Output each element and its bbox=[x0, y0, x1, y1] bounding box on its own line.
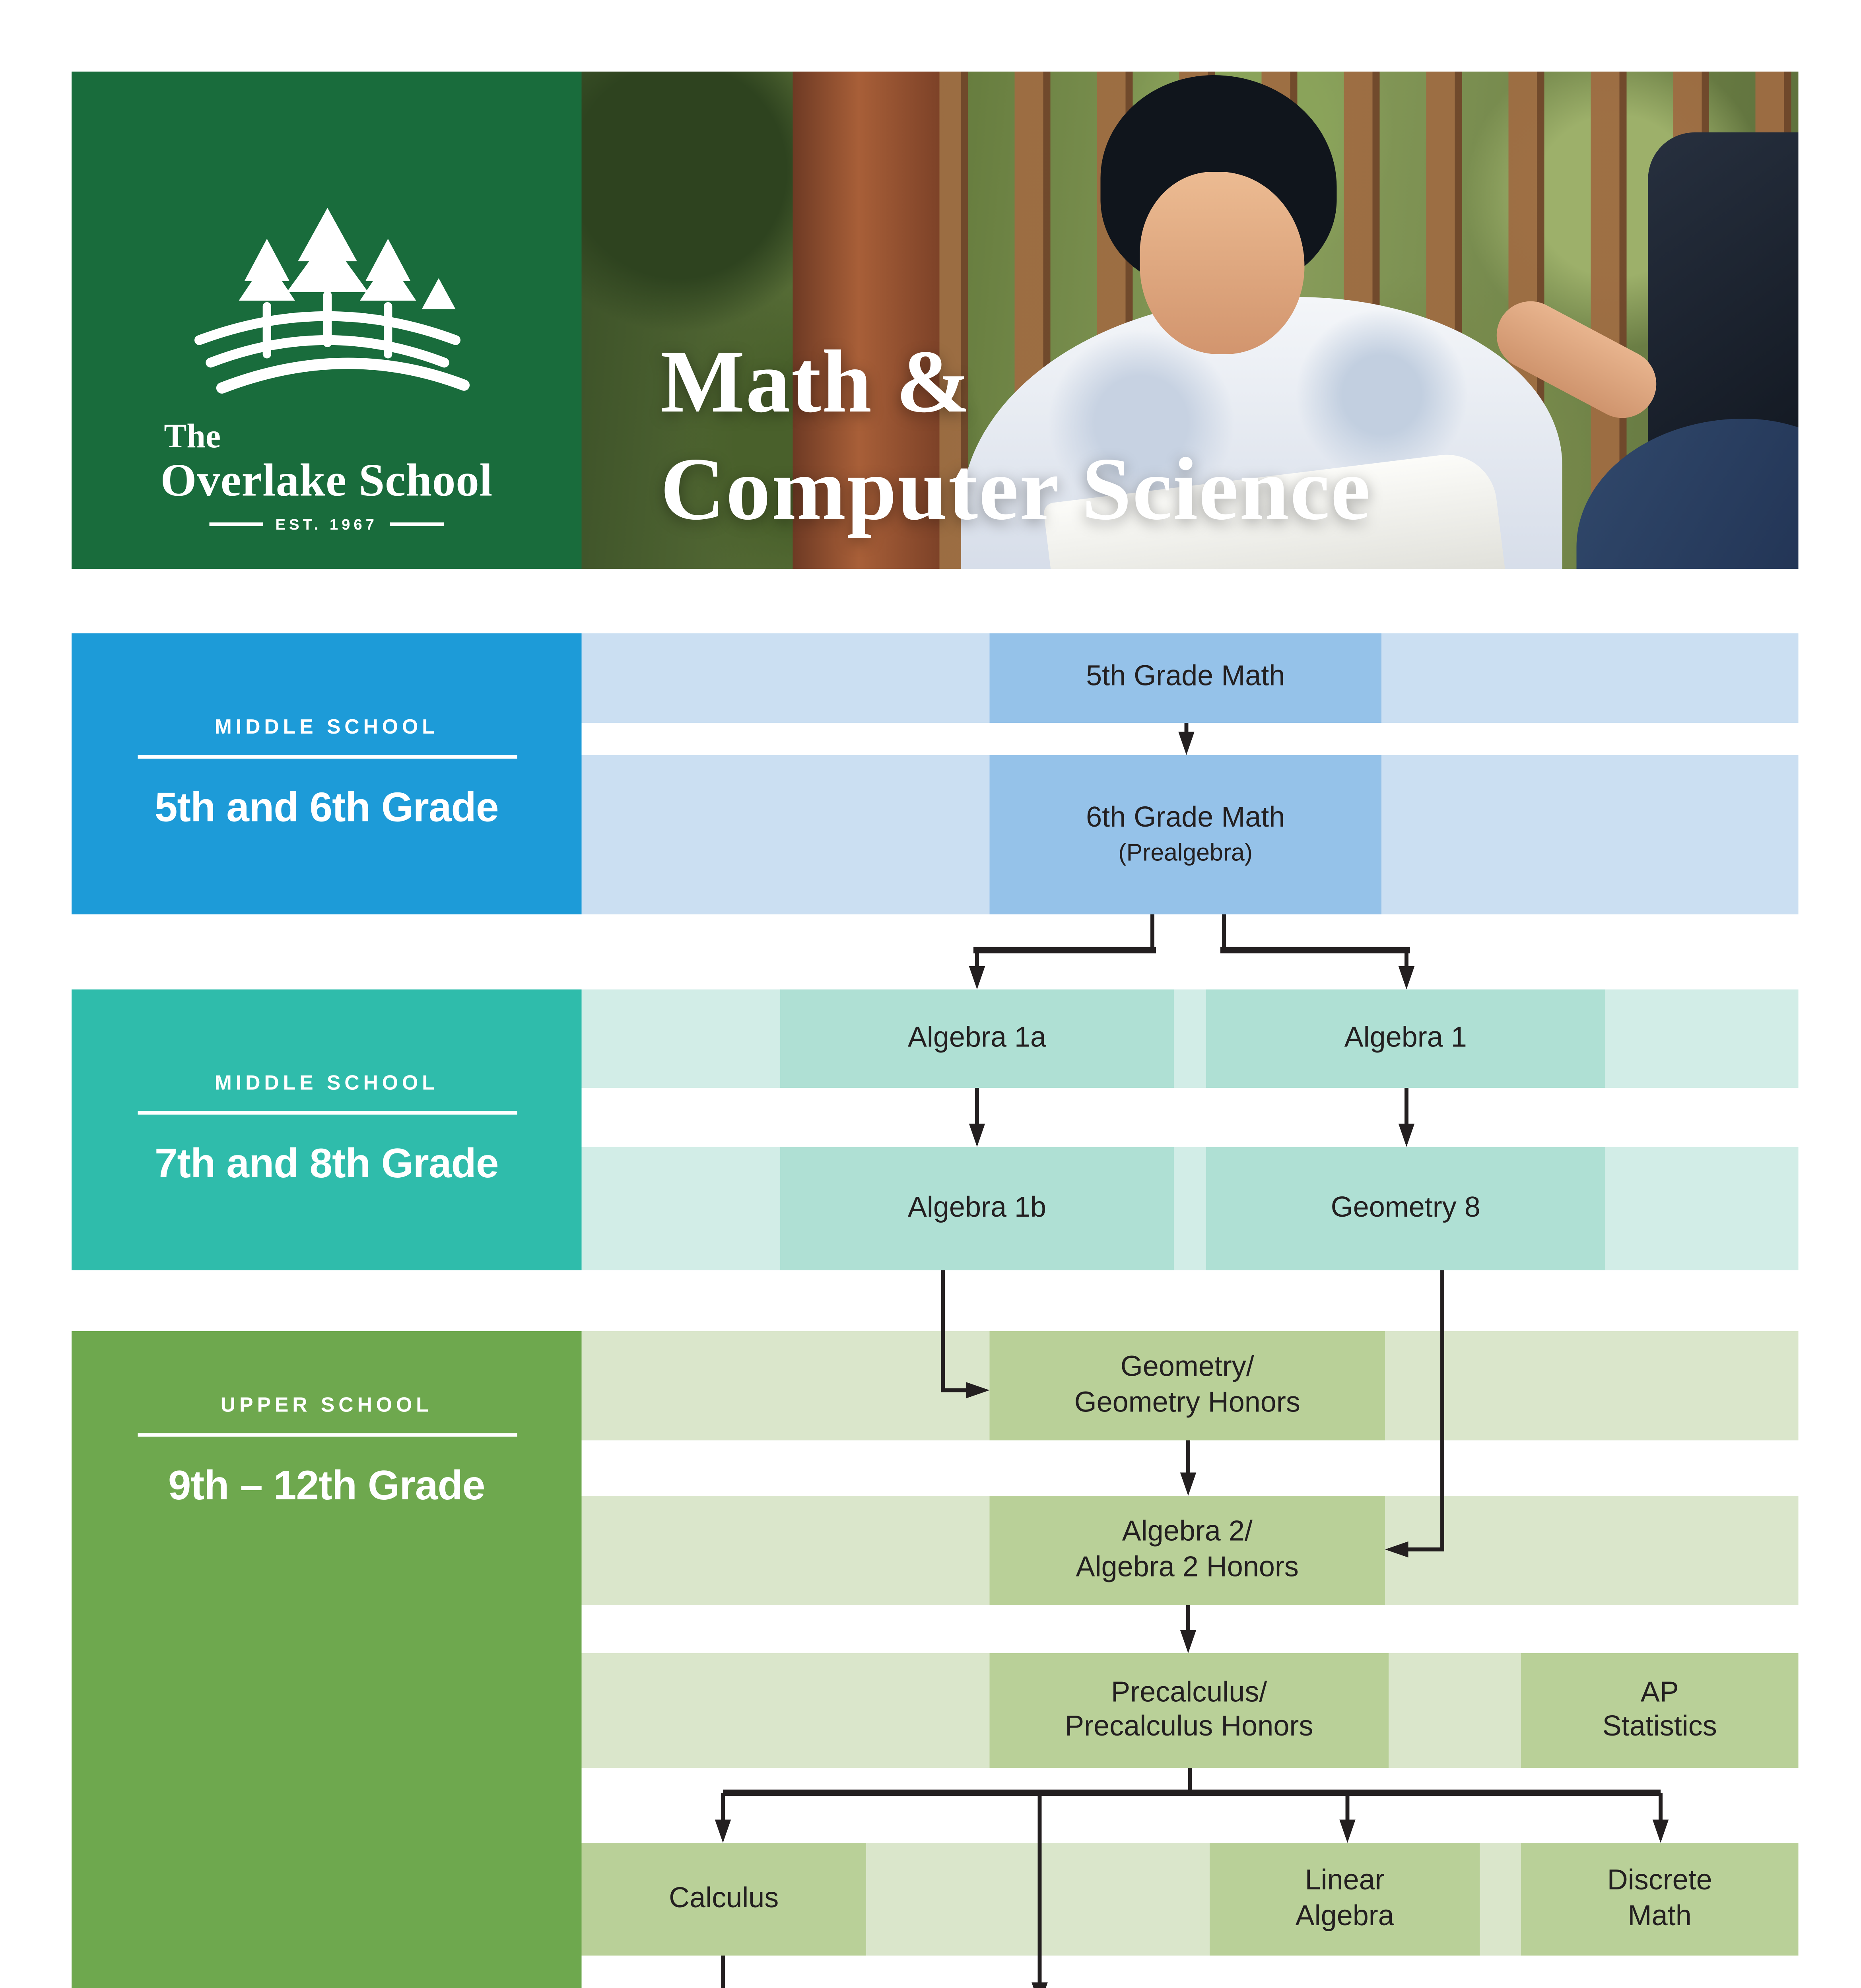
school-wordmark: The Overlake School EST. 1967 bbox=[160, 419, 493, 533]
est-rule-right bbox=[390, 523, 444, 526]
overlake-school-logo-icon bbox=[193, 208, 469, 394]
course-label: 6th Grade Math bbox=[1086, 804, 1285, 835]
school-logo-block: The Overlake School EST. 1967 bbox=[72, 72, 582, 569]
course-label: Statistics bbox=[1602, 1712, 1717, 1743]
course-label: Algebra 1 bbox=[1344, 1023, 1467, 1054]
course-box-geometry-8: Geometry 8 bbox=[1206, 1147, 1605, 1270]
section-title: 9th – 12th Grade bbox=[168, 1462, 486, 1508]
course-label: Discrete bbox=[1607, 1866, 1712, 1897]
section-label-upper-school: UPPER SCHOOL 9th – 12th Grade bbox=[72, 1331, 582, 1988]
row-band-7th-grade bbox=[581, 989, 1799, 1088]
section-label-middle-school-7-8: MIDDLE SCHOOL 7th and 8th Grade bbox=[72, 989, 582, 1270]
section-rule bbox=[137, 754, 517, 758]
course-box-linear-algebra: Linear Algebra bbox=[1210, 1843, 1480, 1956]
header-photo: Math & Computer Science bbox=[581, 72, 1799, 569]
course-label: Algebra 1b bbox=[907, 1193, 1047, 1223]
course-box-5th-grade-math: 5th Grade Math bbox=[989, 633, 1381, 723]
course-label: Geometry 8 bbox=[1331, 1193, 1480, 1223]
course-label: Geometry/ bbox=[1120, 1353, 1254, 1383]
course-box-geometry-honors: Geometry/ Geometry Honors bbox=[989, 1331, 1385, 1441]
course-box-precalculus-honors: Precalculus/ Precalculus Honors bbox=[989, 1653, 1389, 1768]
photo-fence-post bbox=[793, 72, 940, 569]
course-label: 5th Grade Math bbox=[1086, 662, 1285, 693]
course-box-algebra-1b: Algebra 1b bbox=[780, 1147, 1174, 1270]
logo-text-name: Overlake School bbox=[160, 454, 493, 507]
section-title: 5th and 6th Grade bbox=[154, 782, 499, 829]
course-label: Math bbox=[1628, 1901, 1692, 1932]
logo-established: EST. 1967 bbox=[209, 515, 444, 533]
section-eyebrow: UPPER SCHOOL bbox=[220, 1396, 433, 1417]
poster-title-line1: Math & bbox=[660, 331, 971, 431]
course-box-algebra-1: Algebra 1 bbox=[1206, 989, 1605, 1088]
est-rule-left bbox=[209, 523, 263, 526]
section-title: 7th and 8th Grade bbox=[154, 1139, 499, 1186]
course-sublabel: (Prealgebra) bbox=[1118, 839, 1253, 866]
course-label: Precalculus/ bbox=[1111, 1677, 1267, 1708]
course-box-discrete-math: Discrete Math bbox=[1521, 1843, 1799, 1956]
course-label: AP bbox=[1640, 1677, 1679, 1708]
section-label-middle-school-5-6: MIDDLE SCHOOL 5th and 6th Grade bbox=[72, 633, 582, 914]
course-label: Linear bbox=[1305, 1866, 1385, 1897]
course-label: Algebra 2 Honors bbox=[1076, 1552, 1299, 1583]
photo-student-face bbox=[1140, 172, 1305, 354]
logo-text-the: The bbox=[164, 419, 221, 456]
section-eyebrow: MIDDLE SCHOOL bbox=[214, 1072, 439, 1094]
poster-title-line2: Computer Science bbox=[660, 438, 1371, 539]
course-label: Geometry Honors bbox=[1074, 1387, 1300, 1418]
poster-title: Math & Computer Science bbox=[660, 328, 1371, 542]
row-band-8th-grade bbox=[581, 1147, 1799, 1270]
course-label: Calculus bbox=[669, 1883, 779, 1914]
course-box-calculus: Calculus bbox=[581, 1843, 866, 1956]
course-label: Algebra bbox=[1295, 1901, 1394, 1932]
section-eyebrow: MIDDLE SCHOOL bbox=[214, 716, 439, 738]
course-box-6th-grade-math: 6th Grade Math (Prealgebra) bbox=[989, 755, 1381, 914]
course-label: Precalculus Honors bbox=[1065, 1712, 1313, 1743]
course-box-ap-statistics: AP Statistics bbox=[1521, 1653, 1799, 1768]
course-box-algebra-2-honors: Algebra 2/ Algebra 2 Honors bbox=[989, 1496, 1385, 1605]
course-label: Algebra 1a bbox=[907, 1023, 1047, 1054]
course-label: Algebra 2/ bbox=[1122, 1517, 1253, 1548]
section-rule bbox=[137, 1110, 517, 1114]
section-rule bbox=[137, 1433, 517, 1437]
course-box-algebra-1a: Algebra 1a bbox=[780, 989, 1174, 1088]
logo-text-est: EST. 1967 bbox=[275, 515, 378, 533]
